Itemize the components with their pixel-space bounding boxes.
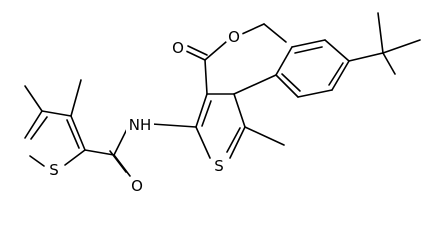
svg-text:O: O: [131, 177, 143, 195]
aryl-link-bond: [233, 74, 277, 95]
benzene-ring: [275, 39, 350, 98]
ring-methyl-bond: [244, 126, 285, 146]
tert-butyl-group: [348, 12, 421, 75]
amide-group: [84, 123, 197, 177]
atom-label-ester-carbonyl-o: O: [169, 39, 187, 57]
atom-label-amide-o: O: [128, 177, 146, 195]
svg-text:S: S: [49, 161, 59, 179]
molecule-canvas: O O NH O S S: [24, 12, 421, 195]
atom-label-ester-ether-o: O: [225, 28, 243, 46]
atom-label-thiophene-s: S: [210, 157, 228, 175]
atom-label-amide-nh: NH: [126, 115, 154, 135]
svg-text:S: S: [214, 157, 224, 175]
left-thiophene-ring: [24, 110, 86, 167]
svg-text:O: O: [172, 39, 184, 57]
atom-label-left-thiophene-s: S: [45, 161, 63, 179]
structure-drawing: O O NH O S S: [24, 12, 421, 195]
central-thiophene-ring: [195, 93, 246, 159]
left-thiophene-methyls: [24, 79, 82, 117]
svg-text:NH: NH: [129, 116, 152, 134]
ethyl-ester-group: [185, 23, 287, 95]
svg-text:O: O: [228, 28, 240, 46]
